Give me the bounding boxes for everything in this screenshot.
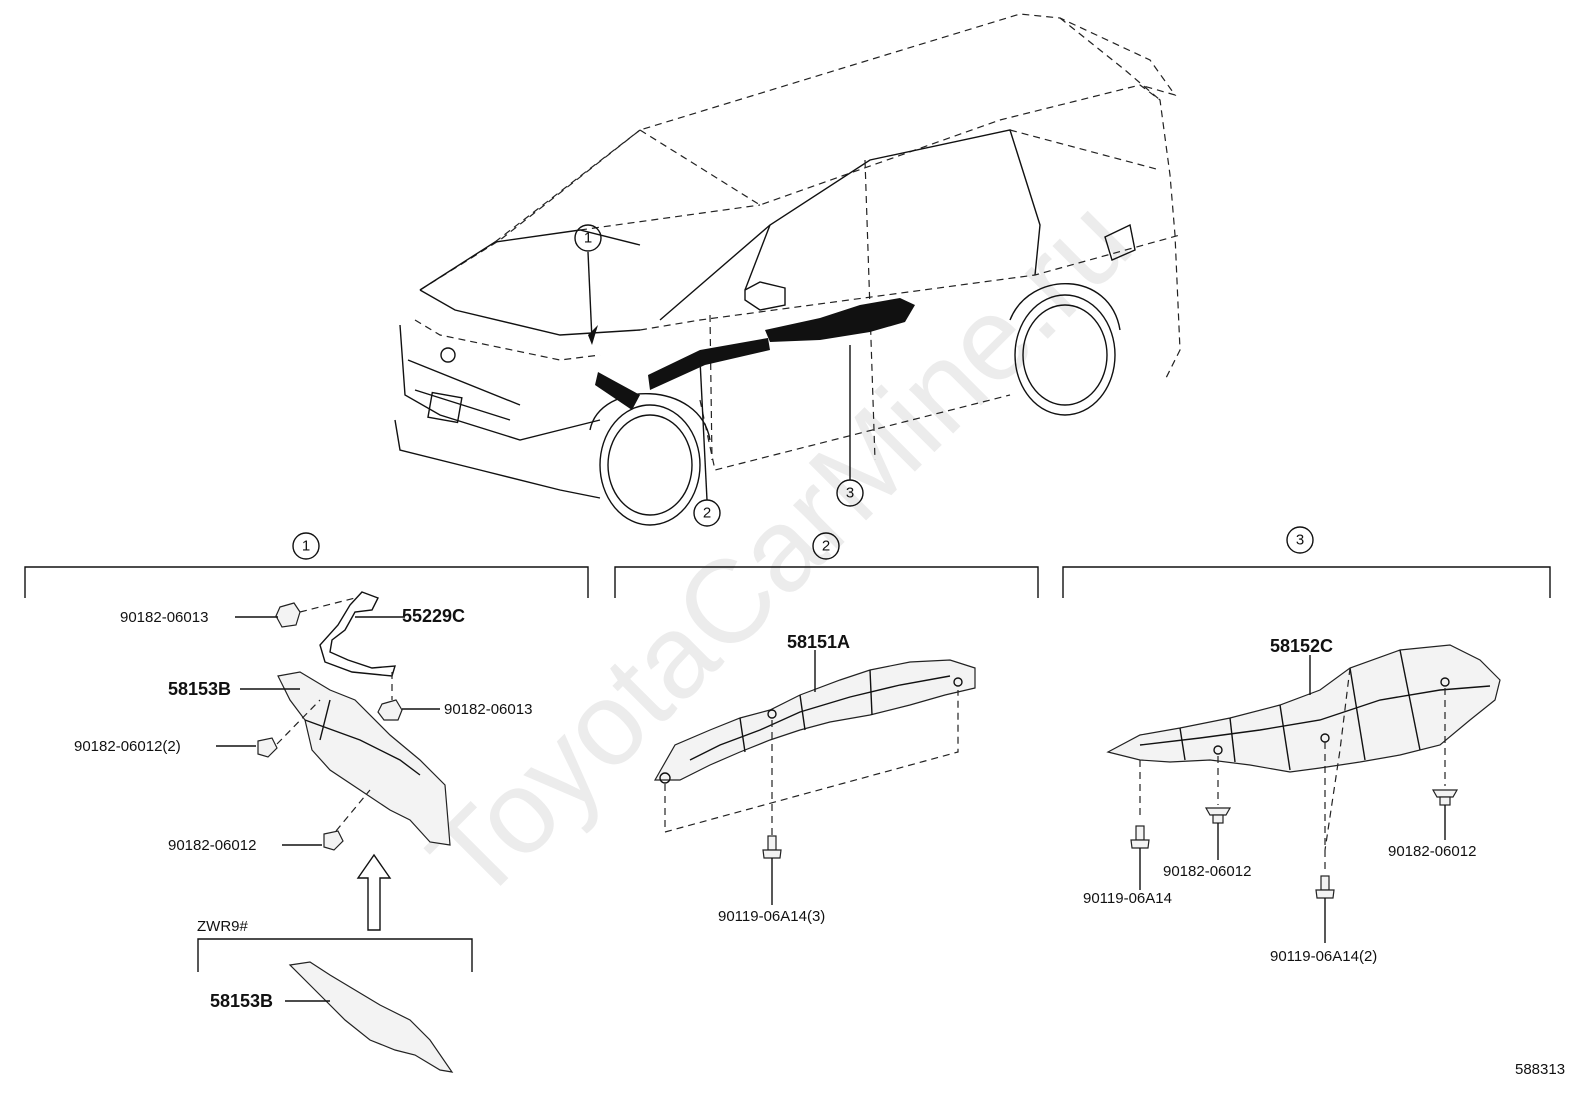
svg-text:1: 1	[584, 230, 592, 247]
svg-text:2: 2	[703, 505, 711, 522]
label-55229C: 55229C	[402, 606, 465, 626]
label-variant-zwr9: ZWR9#	[197, 918, 248, 935]
section-3-labels: 58152C 90182-06012 90182-06012 90119-06A…	[1083, 636, 1476, 965]
nut-90182-06013-right	[377, 672, 440, 721]
clip-90182-06012-right	[1431, 789, 1459, 840]
svg-text:3: 3	[1296, 532, 1304, 549]
vehicle-outline	[394, 13, 1181, 526]
label-90119-06A14-3: 90119-06A14(3)	[718, 908, 825, 925]
label-58153B: 58153B	[168, 679, 231, 699]
label-90182-06012: 90182-06012	[168, 837, 256, 854]
label-58152C: 58152C	[1270, 636, 1333, 656]
label-58153B-variant: 58153B	[210, 991, 273, 1011]
callout-2-vehicle: 2	[693, 499, 721, 527]
label-90182-06013-right: 90182-06013	[444, 701, 532, 718]
label-90182-06012-mid: 90182-06012	[1163, 863, 1251, 880]
label-90182-06012-2: 90182-06012(2)	[74, 738, 181, 755]
svg-text:3: 3	[846, 485, 854, 502]
bolt-90119-06A14-3	[762, 835, 782, 905]
svg-text:2: 2	[822, 538, 830, 555]
section-1-header: 1	[24, 532, 589, 598]
label-90119-06A14: 90119-06A14	[1083, 890, 1172, 907]
section-3-parts	[1106, 644, 1501, 943]
callout-1-vehicle: 1	[574, 224, 602, 252]
label-90119-06A14-2: 90119-06A14(2)	[1270, 948, 1377, 965]
bolt-90119-06A14-left	[1130, 825, 1150, 890]
nut-90182-06013-top	[235, 597, 356, 628]
section-1-parts	[197, 591, 473, 1073]
label-90182-06012-right: 90182-06012	[1388, 843, 1476, 860]
vehicle-callouts: 1 2 3	[574, 224, 864, 527]
section-1-labels: 90182-06013 55229C 58153B 90182-06013 90…	[74, 606, 532, 1011]
bolt-90119-06A14-2	[1315, 875, 1335, 943]
section-3-header: 3	[1062, 526, 1551, 598]
clip-90182-06012	[282, 789, 371, 851]
section-2-parts	[653, 650, 976, 905]
vehicle-highlighted-parts	[588, 298, 915, 410]
section-2-header: 2	[614, 532, 1039, 598]
clip-90182-06012-2	[216, 699, 321, 758]
section-headers: 1 2 3	[24, 526, 1551, 598]
clip-90182-06012-mid	[1204, 807, 1232, 860]
label-90182-06013-top: 90182-06013	[120, 609, 208, 626]
diagram-number: 588313	[1515, 1061, 1565, 1078]
callout-3-vehicle: 3	[836, 479, 864, 507]
section-2-labels: 58151A 90119-06A14(3)	[718, 632, 850, 925]
svg-text:1: 1	[302, 538, 310, 555]
label-58151A: 58151A	[787, 632, 850, 652]
